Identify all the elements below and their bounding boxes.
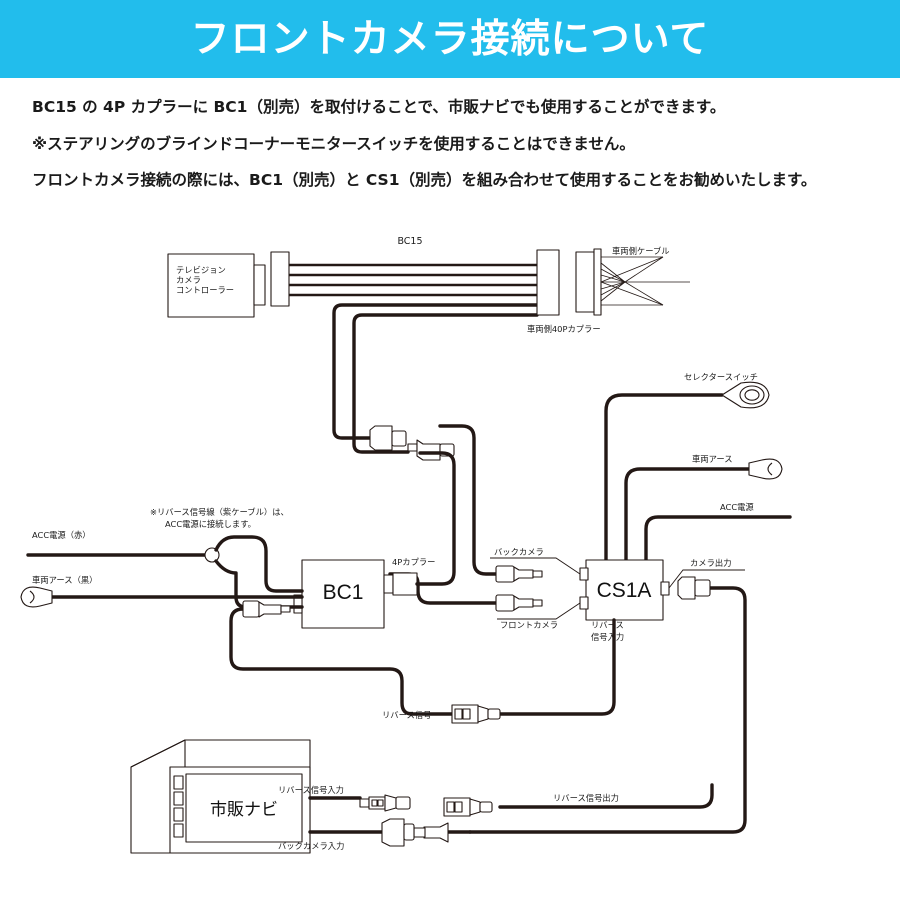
selector-switch-icon	[721, 381, 770, 409]
bc1-module: BC1	[293, 559, 394, 629]
reverse-signal-label: リバース信号	[382, 710, 431, 720]
bc1-rca-loop-wire	[229, 600, 454, 716]
tv-camera-controller-box: テレビジョン カメラ コントローラー	[167, 253, 266, 318]
rca-connector-pair-top	[369, 425, 455, 461]
vehicle-ground-right-label: 車両アース	[692, 454, 733, 464]
nav-back-camera-input: バックカメラ入力	[278, 818, 415, 851]
cs1a-reverse-input-label-2: 信号入力	[591, 632, 624, 642]
ring-terminal-icon-left	[20, 586, 53, 608]
vehicle-side-cable-label: 車両側ケーブル	[612, 246, 670, 256]
coupler-4p-label: 4Pカプラー	[392, 557, 435, 567]
selector-switch-label: セレクタースイッチ	[684, 372, 758, 382]
bc15-left-connector	[270, 251, 290, 307]
back-camera-label: バックカメラ	[494, 547, 544, 557]
rca-plug-bc1-bottom	[242, 600, 291, 618]
page-header: フロントカメラ接続について	[0, 0, 900, 78]
page-title: フロントカメラ接続について	[190, 16, 710, 62]
vehicle-ground-black-label: 車両アース（黒）	[32, 575, 97, 585]
coupler-4p-wire	[415, 451, 456, 586]
bc1-label: BC1	[323, 581, 364, 604]
acc-power-red-label: ACC電源（赤）	[32, 530, 91, 540]
intro-line-2: ※ステアリングのブラインドコーナーモニタースイッチを使用することはできません。	[32, 134, 635, 153]
rca-plug-nav-back-camera	[413, 822, 449, 843]
cs1a-reverse-input-wire	[498, 618, 616, 716]
camera-output-wire	[468, 576, 747, 834]
rca-plug-camera-output	[677, 576, 711, 600]
cs1a-back-camera-wire	[438, 424, 543, 583]
nav-unit-label: 市販ナビ	[210, 800, 278, 820]
ring-terminal-icon-right	[748, 458, 783, 480]
vehicle-ground-black-branch: 車両アース（黒）	[20, 575, 304, 608]
reverse-signal-output-branch: リバース信号出力	[443, 783, 714, 817]
coupler-4p: 4Pカプラー	[392, 557, 435, 596]
nav-back-camera-wire	[413, 822, 472, 843]
bc15-label: BC15	[397, 236, 422, 247]
reverse-signal-output-connector	[443, 797, 493, 817]
reverse-note-line1: ※リバース信号線（紫ケーブル）は、	[150, 507, 289, 517]
nav-back-camera-connector-icon	[381, 818, 415, 847]
reverse-signal-connector: リバース信号	[382, 704, 501, 724]
cs1a-reverse-input-label-1: リバース	[591, 620, 624, 630]
nav-unit: 市販ナビ	[130, 739, 311, 854]
cs1a-module: CS1A	[579, 559, 670, 621]
nav-reverse-connector-icon	[359, 794, 411, 812]
tv-controller-label-line3: コントローラー	[176, 285, 234, 295]
rca-plug-back-camera	[495, 565, 543, 583]
bc15-harness-wires	[286, 263, 539, 454]
reverse-note-line2: ACC電源に接続します。	[165, 519, 256, 529]
vehicle-ground-right-branch: 車両アース	[624, 454, 783, 567]
tv-controller-label-line1: テレビジョン	[176, 265, 226, 275]
nav-reverse-signal-input: リバース信号入力	[278, 785, 411, 812]
selector-switch-branch: セレクタースイッチ	[604, 372, 770, 567]
nav-back-camera-input-label: バックカメラ入力	[278, 841, 344, 851]
tv-controller-label-line2: カメラ	[176, 275, 201, 285]
rca-plug-front-camera	[495, 594, 543, 612]
acc-power-right-branch: ACC電源	[644, 502, 792, 567]
intro-line-3: フロントカメラ接続の際には、BC1（別売）と CS1（別売）を組み合わせて使用す…	[32, 171, 817, 189]
intro-text-block: BC15 の 4P カプラーに BC1（別売）を取付けることで、市販ナビでも使用…	[32, 98, 882, 210]
intro-line-1: BC15 の 4P カプラーに BC1（別売）を取付けることで、市販ナビでも使用…	[32, 98, 726, 116]
vehicle-40p-coupler-label: 車両側40Pカプラー	[527, 324, 601, 334]
acc-power-right-label: ACC電源	[720, 502, 754, 512]
front-camera-label: フロントカメラ	[500, 620, 558, 630]
vehicle-side-cable: 車両側ケーブル	[575, 246, 690, 316]
nav-reverse-signal-input-label: リバース信号入力	[278, 785, 344, 795]
camera-output-label: カメラ出力	[690, 558, 732, 568]
cs1a-label: CS1A	[597, 579, 652, 602]
wiring-diagram: テレビジョン カメラ コントローラー BC15 車両側40Pカプラー	[0, 225, 900, 900]
reverse-signal-output-label: リバース信号出力	[553, 793, 619, 803]
acc-power-red-branch: ACC電源（赤） ※リバース信号線（紫ケーブル）は、 ACC電源に接続します。	[26, 507, 304, 609]
vehicle-40p-coupler: 車両側40Pカプラー	[527, 249, 601, 334]
cs1a-port-leaders	[490, 557, 745, 620]
